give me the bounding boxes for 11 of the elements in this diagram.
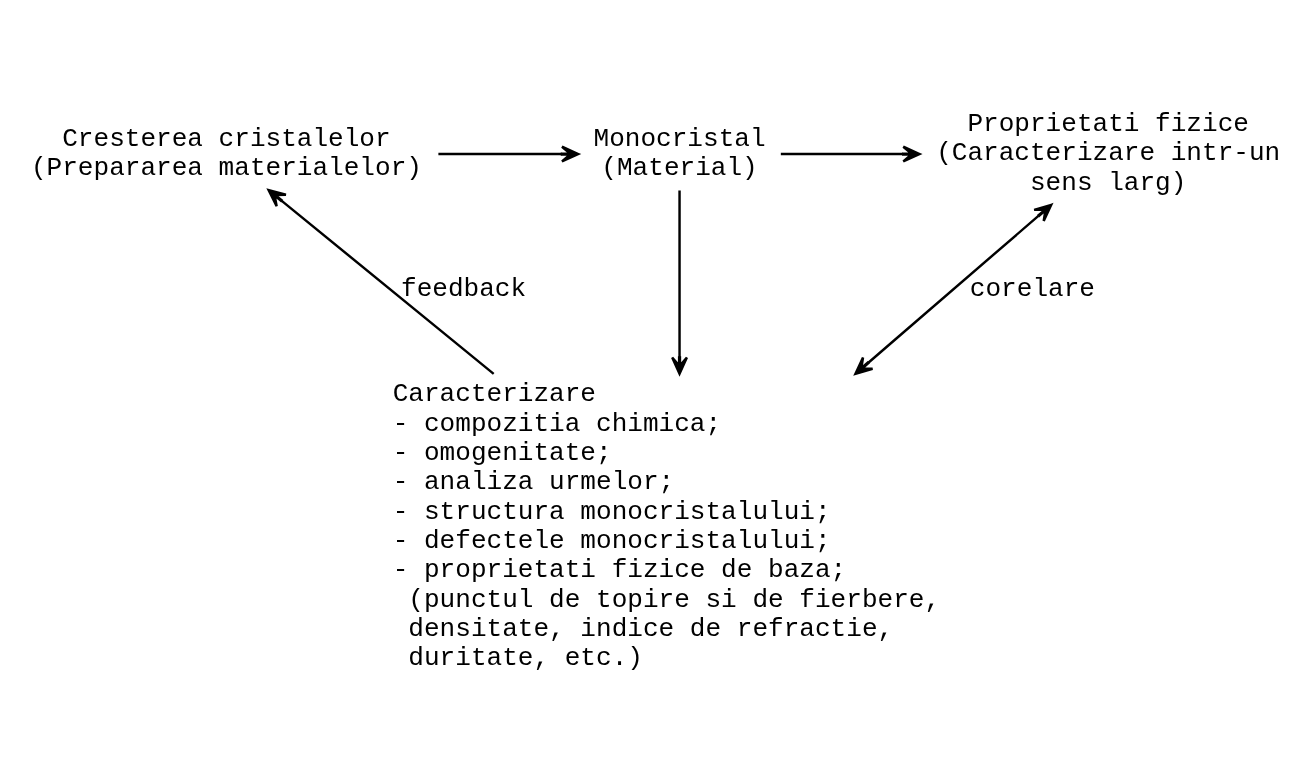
node-text: Monocristal (Material) bbox=[593, 123, 766, 183]
node-text: Caracterizare - compozitia chimica; - omogenitate; - analiza urmelor; - structura monocristalului; - defectele monocristalului; - proprietati fizice de baza; (punctul de topire si de fierbere, densitate, indice de refractie, duritate, etc.) bbox=[392, 378, 941, 673]
edge-label: feedback bbox=[401, 273, 527, 304]
node-text: Cresterea cristalelor (Prepararea materialelor) bbox=[30, 123, 422, 183]
edge-label: corelare bbox=[969, 273, 1095, 304]
arrow bbox=[671, 190, 689, 375]
arrow bbox=[854, 203, 1053, 375]
arrow bbox=[438, 145, 580, 163]
node-text: Proprietati fizice (Caracterizare intr-un sens larg) bbox=[936, 108, 1281, 198]
arrow bbox=[267, 188, 495, 375]
arrow bbox=[780, 145, 921, 163]
